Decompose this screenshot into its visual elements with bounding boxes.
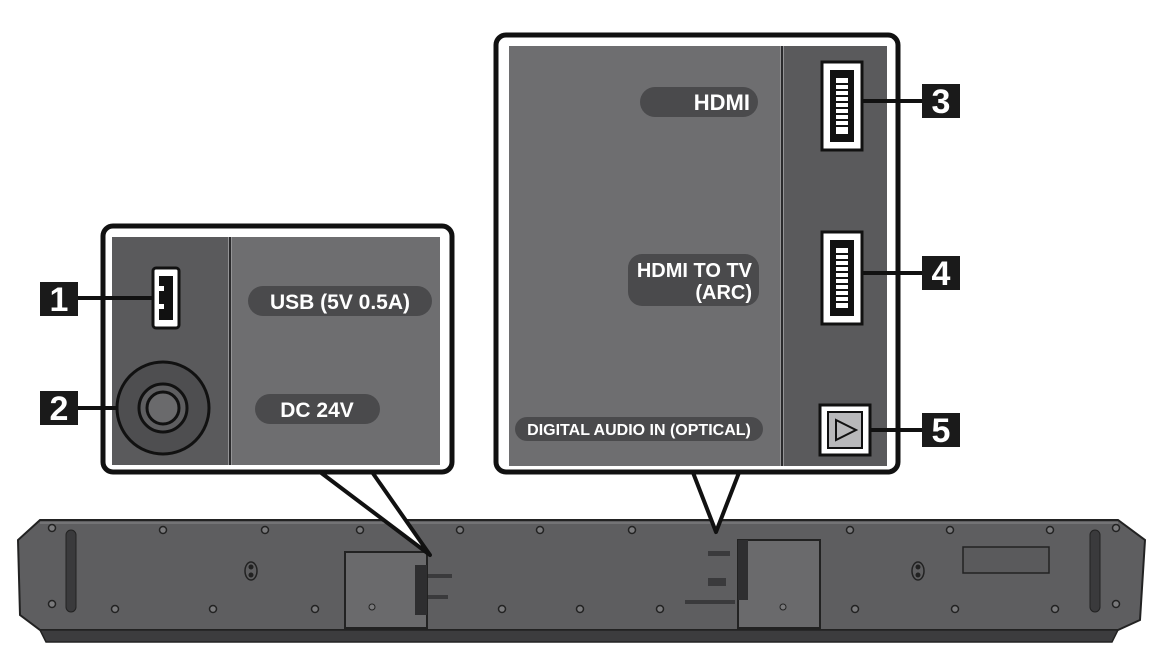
hdmi-tv-label-pill: HDMI TO TV (ARC) — [628, 254, 759, 306]
callout-2-number: 2 — [50, 390, 69, 428]
right-connector-recess — [685, 539, 821, 629]
left-side-grip — [65, 529, 77, 613]
hdmi-tv-label-line1: HDMI TO TV — [637, 260, 753, 282]
zoom-pointers — [318, 469, 742, 557]
callout-3-number: 3 — [932, 83, 951, 121]
dc-label: DC 24V — [280, 399, 354, 422]
dc-jack-icon — [115, 360, 211, 456]
dc-label-pill: DC 24V — [255, 394, 380, 424]
rating-label-plate — [962, 546, 1050, 574]
hdmi-port-icon — [820, 60, 864, 152]
callout-5: 5 — [922, 412, 960, 450]
optical-port-icon — [818, 403, 872, 457]
hdmi-label: HDMI — [694, 90, 750, 115]
hdmi-label-pill: HDMI — [640, 87, 758, 117]
callout-1-number: 1 — [50, 281, 69, 319]
callout-4-number: 4 — [932, 255, 951, 293]
left-zoom-panel: USB (5V 0.5A) DC 24V — [100, 223, 455, 475]
callout-4: 4 — [922, 255, 960, 293]
hdmi-arc-port-icon — [820, 230, 864, 326]
right-keyhole-icon — [911, 561, 925, 581]
hdmi-tv-label-line2: (ARC) — [695, 282, 752, 304]
right-zoom-panel: HDMI HDMI TO TV (ARC) DIGITAL AUDIO IN (… — [493, 32, 901, 475]
callout-1: 1 — [40, 281, 78, 319]
left-zoom-pointer — [318, 470, 432, 557]
usb-port-icon — [151, 266, 181, 330]
left-keyhole-icon — [244, 561, 258, 581]
top-screw-row — [47, 523, 1121, 535]
usb-label: USB (5V 0.5A) — [270, 291, 410, 314]
bottom-screw-row — [47, 599, 1121, 614]
soundbar-body — [16, 519, 1147, 631]
optical-label: DIGITAL AUDIO IN (OPTICAL) — [527, 422, 751, 439]
left-connector-recess — [344, 551, 452, 629]
right-zoom-pointer — [690, 469, 742, 534]
callout-5-number: 5 — [932, 412, 951, 450]
soundbar-bottom-edge — [38, 629, 1120, 643]
callout-2: 2 — [40, 390, 78, 428]
right-side-grip — [1089, 529, 1101, 613]
soundbar-rear-view — [16, 519, 1147, 643]
optical-label-pill: DIGITAL AUDIO IN (OPTICAL) — [515, 417, 763, 441]
left-panel-light-area — [232, 237, 440, 465]
usb-label-pill: USB (5V 0.5A) — [248, 286, 432, 316]
callout-3: 3 — [922, 83, 960, 121]
callout-leaders — [78, 99, 922, 432]
